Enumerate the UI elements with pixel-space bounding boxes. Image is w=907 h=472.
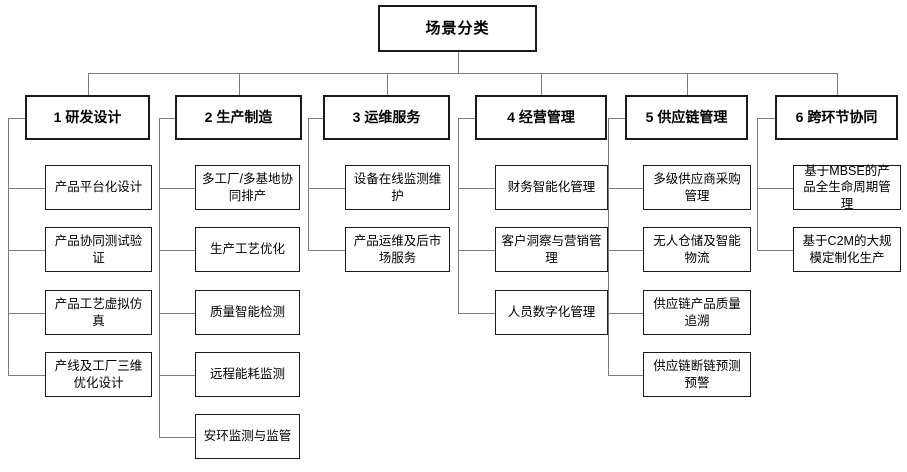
connector-line bbox=[159, 118, 160, 437]
connector-line bbox=[458, 188, 495, 189]
connector-line bbox=[458, 250, 495, 251]
scenario-node: 安环监测与监管 bbox=[195, 414, 300, 459]
category-node: 5 供应链管理 bbox=[625, 95, 748, 140]
connector-line bbox=[757, 250, 793, 251]
connector-line bbox=[8, 375, 45, 376]
scenario-node: 供应链产品质量追溯 bbox=[643, 290, 751, 335]
connector-line bbox=[308, 118, 309, 250]
connector-line bbox=[608, 188, 643, 189]
scenario-node: 产品工艺虚拟仿真 bbox=[45, 290, 152, 335]
connector-line bbox=[757, 118, 775, 119]
connector-line bbox=[87, 73, 89, 95]
scenario-node: 基于C2M的大规模定制化生产 bbox=[793, 227, 901, 272]
connector-line bbox=[757, 118, 758, 250]
root-node: 场景分类 bbox=[378, 5, 537, 52]
category-node: 2 生产制造 bbox=[175, 95, 302, 140]
scenario-node: 供应链断链预测预警 bbox=[643, 352, 751, 397]
connector-line bbox=[8, 250, 45, 251]
scenario-node: 远程能耗监测 bbox=[195, 352, 300, 397]
connector-line bbox=[458, 118, 475, 119]
category-node: 3 运维服务 bbox=[323, 95, 450, 140]
connector-line bbox=[159, 437, 195, 438]
scenario-node: 产品协同测试验证 bbox=[45, 227, 152, 272]
connector-line bbox=[608, 313, 643, 314]
connector-line bbox=[159, 118, 175, 119]
connector-line bbox=[8, 313, 45, 314]
scenario-node: 人员数字化管理 bbox=[495, 290, 608, 335]
scenario-node: 多工厂/多基地协同排产 bbox=[195, 165, 300, 210]
connector-line bbox=[458, 118, 459, 313]
connector-line bbox=[159, 250, 195, 251]
connector-line bbox=[458, 313, 495, 314]
scenario-node: 基于MBSE的产品全生命周期管理 bbox=[793, 164, 901, 211]
scenario-node: 无人仓储及智能物流 bbox=[643, 227, 751, 272]
scenario-node: 质量智能检测 bbox=[195, 290, 300, 335]
connector-line bbox=[386, 73, 388, 95]
scenario-node: 设备在线监测维护 bbox=[345, 165, 450, 210]
category-node: 4 经营管理 bbox=[475, 95, 607, 140]
category-node: 6 跨环节协同 bbox=[775, 95, 898, 140]
connector-line bbox=[308, 188, 345, 189]
connector-line bbox=[8, 188, 45, 189]
connector-line bbox=[757, 188, 793, 189]
connector-line bbox=[159, 313, 195, 314]
scenario-node: 生产工艺优化 bbox=[195, 227, 300, 272]
connector-line bbox=[87, 73, 837, 74]
connector-line bbox=[238, 73, 240, 95]
connector-line bbox=[159, 375, 195, 376]
connector-line bbox=[686, 73, 688, 95]
connector-line bbox=[608, 118, 609, 375]
scenario-node: 多级供应商采购管理 bbox=[643, 165, 751, 210]
connector-line bbox=[608, 250, 643, 251]
category-node: 1 研发设计 bbox=[25, 95, 150, 140]
connector-line bbox=[308, 250, 345, 251]
scenario-node: 产线及工厂三维优化设计 bbox=[45, 352, 152, 397]
scenario-node: 产品运维及后市场服务 bbox=[345, 227, 450, 272]
scenario-node: 产品平台化设计 bbox=[45, 165, 152, 210]
connector-line bbox=[608, 118, 625, 119]
connector-line bbox=[457, 52, 459, 73]
connector-line bbox=[8, 118, 9, 375]
connector-line bbox=[608, 375, 643, 376]
scenario-node: 客户洞察与营销管理 bbox=[495, 227, 608, 272]
connector-line bbox=[308, 118, 323, 119]
connector-line bbox=[836, 73, 838, 95]
connector-line bbox=[8, 118, 25, 119]
connector-line bbox=[541, 73, 542, 95]
scenario-node: 财务智能化管理 bbox=[495, 165, 608, 210]
connector-line bbox=[159, 188, 195, 189]
